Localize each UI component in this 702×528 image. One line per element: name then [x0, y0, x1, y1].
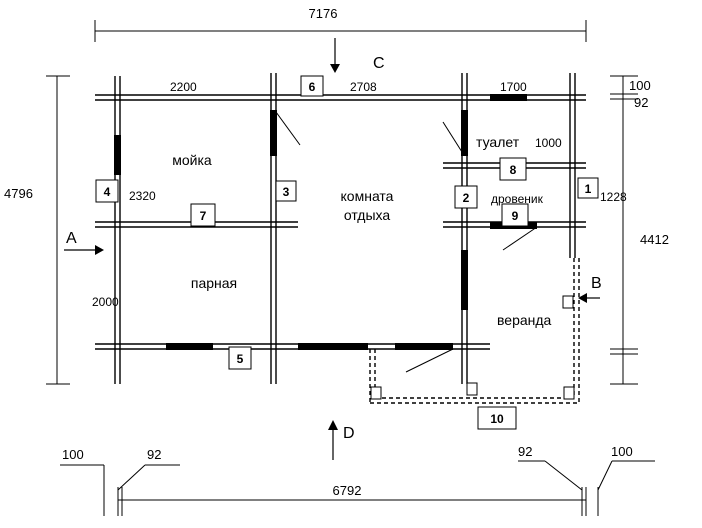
dimension-lines [46, 20, 655, 516]
tag-7: 7 [200, 209, 207, 223]
arrow-a-head-icon [95, 245, 104, 255]
room-washroom: мойка [172, 152, 212, 168]
dim-1228: 1228 [600, 190, 627, 204]
dim-top-right-100: 100 [629, 78, 651, 93]
room-veranda: веранда [497, 312, 552, 328]
dim-left-overall: 4796 [4, 186, 33, 201]
window-top-right [490, 94, 527, 101]
tag-3: 3 [283, 185, 290, 199]
dim-right-overall: 4412 [640, 232, 669, 247]
post [563, 386, 575, 400]
veranda-posts [370, 295, 575, 400]
tag-6-box [300, 75, 324, 97]
tag-5: 5 [237, 352, 244, 366]
door-swing-bottom [405, 348, 454, 373]
wall-tags: 1 2 3 4 5 6 7 8 9 10 [95, 75, 599, 430]
door-swing-toilet [442, 121, 463, 153]
room-steam-room: парная [191, 275, 237, 291]
room-rest-line2: отдыха [344, 207, 391, 223]
door-swing-3 [275, 111, 301, 146]
tag-3-box [275, 180, 297, 202]
dim-top-overall: 7176 [309, 6, 338, 21]
dim-2200: 2200 [170, 80, 197, 94]
tag-9: 9 [512, 209, 519, 223]
window-bottom-rest [298, 343, 368, 350]
tag-8: 8 [510, 163, 517, 177]
dim-2320: 2320 [129, 189, 156, 203]
dim-bottom-left-92: 92 [147, 447, 161, 462]
veranda-outline [369, 258, 580, 404]
dim-top-right-92: 92 [634, 95, 648, 110]
view-d: D [343, 425, 355, 442]
door-swings [275, 111, 538, 373]
tag-2-box [454, 185, 478, 209]
dim-2708: 2708 [350, 80, 377, 94]
window-bottom-steam [166, 343, 213, 350]
window-left-washroom [114, 135, 121, 175]
room-rest-line1: комната [341, 188, 394, 204]
tag-1-box [577, 177, 599, 199]
post [562, 295, 574, 309]
tag-5-box [228, 346, 252, 370]
tag-2: 2 [463, 191, 470, 205]
view-b: B [591, 275, 602, 292]
view-arrows [64, 38, 600, 460]
tag-4: 4 [104, 185, 111, 199]
walls [95, 73, 586, 384]
view-a: A [66, 230, 77, 247]
room-toilet: туалет [476, 134, 520, 150]
post [370, 386, 382, 400]
tag-9-box [501, 203, 529, 227]
dim-2000: 2000 [92, 295, 119, 309]
door-veranda-wall [461, 250, 468, 310]
dim-bottom-right-92: 92 [518, 444, 532, 459]
door-bottom-veranda [395, 343, 453, 350]
view-letters: A B C D [66, 55, 602, 442]
post [466, 382, 478, 396]
door-wall-3 [270, 110, 277, 156]
tag-7-box [190, 203, 216, 227]
tag-4-box [95, 179, 119, 203]
tag-1: 1 [585, 182, 592, 196]
tag-8-box [499, 157, 527, 181]
dim-1000: 1000 [535, 136, 562, 150]
dim-bottom-left-100: 100 [62, 447, 84, 462]
room-woodshed: дровеник [491, 192, 544, 206]
door-toilet [461, 110, 468, 156]
dim-bottom-overall: 6792 [333, 483, 362, 498]
door-swing-woodshed [502, 226, 538, 251]
arrow-c-head-icon [330, 64, 340, 73]
tag-10: 10 [490, 412, 504, 426]
arrow-d-head-icon [328, 420, 338, 430]
dimension-labels: 7176 4796 4412 6792 100 92 100 92 92 100… [4, 6, 669, 498]
tag-6: 6 [309, 80, 316, 94]
room-labels: мойка парная комната отдыха туалет дрове… [172, 134, 551, 328]
view-c: C [373, 55, 385, 72]
dim-bottom-right-100: 100 [611, 444, 633, 459]
arrow-b-head-icon [578, 293, 587, 303]
tag-10-box [477, 406, 517, 430]
dim-1700: 1700 [500, 80, 527, 94]
